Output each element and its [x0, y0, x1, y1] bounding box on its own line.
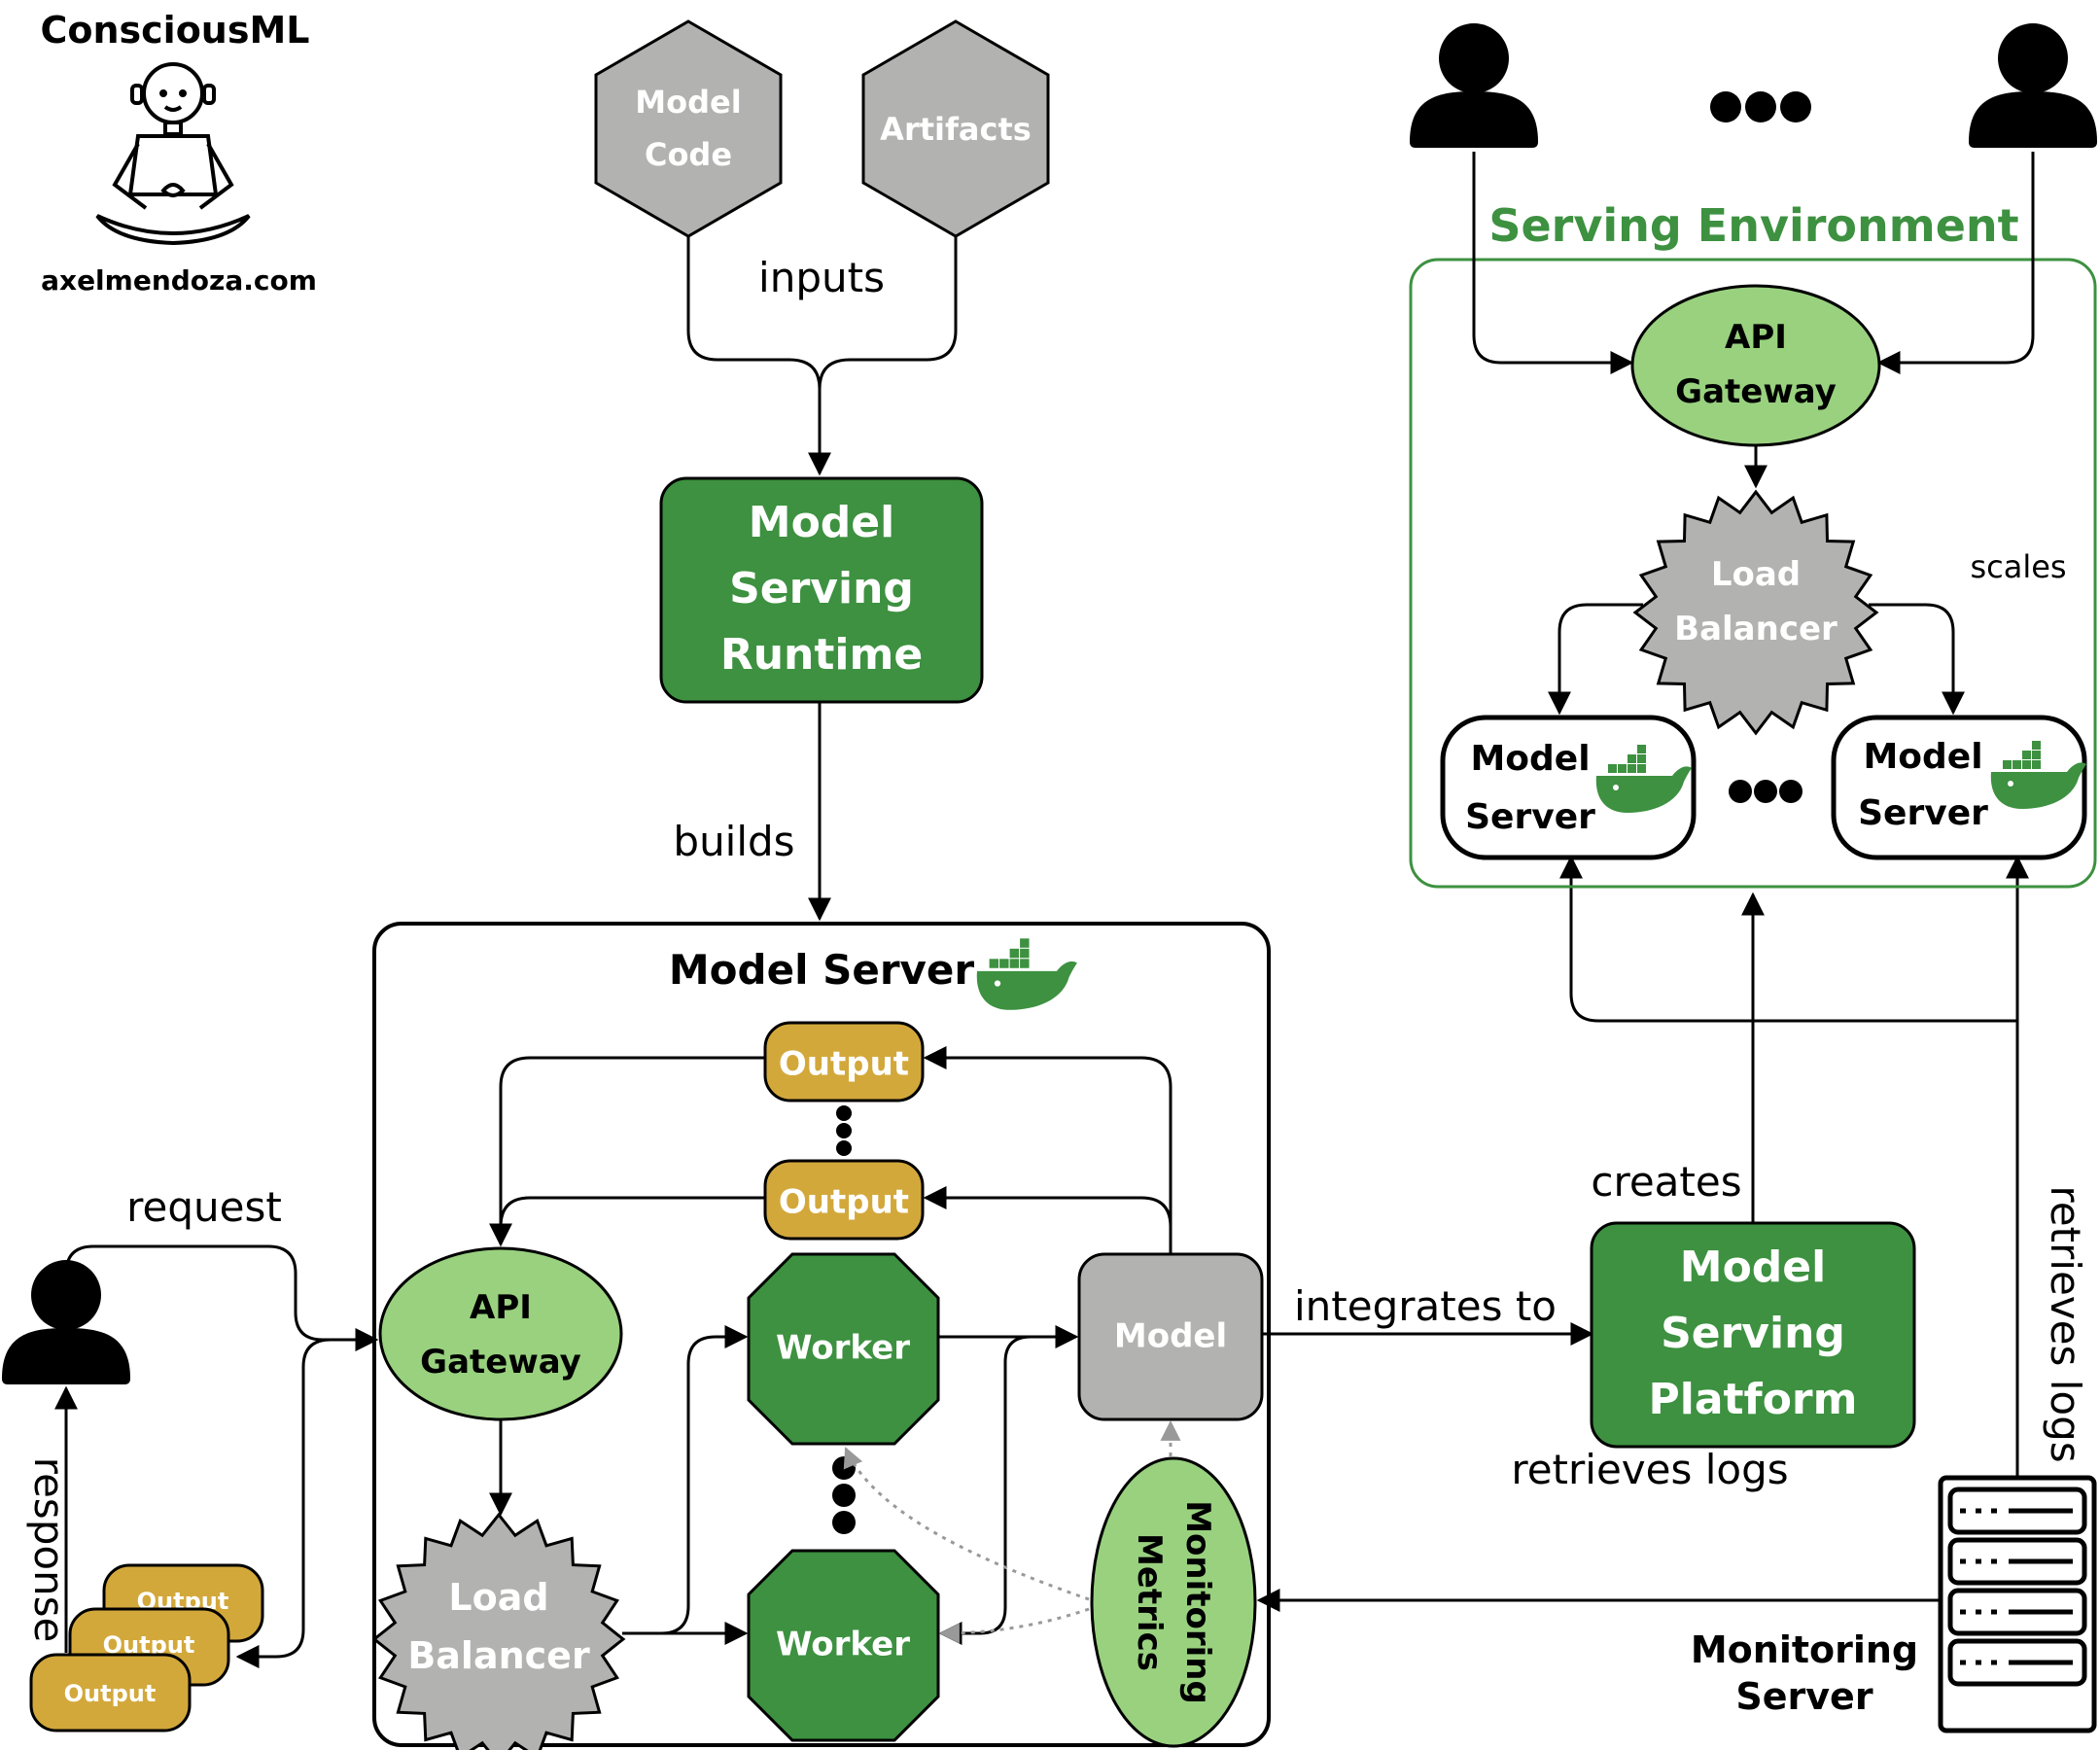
scales-label: scales	[1970, 548, 2066, 585]
worker-top-label: Worker	[776, 1329, 910, 1368]
model-box: Model	[1077, 1252, 1264, 1421]
api-gateway-ellipse: API Gateway	[378, 1246, 623, 1421]
model-code-label-1: Model	[635, 84, 741, 121]
model-serving-runtime-box: Model Serving Runtime	[659, 476, 984, 704]
output-second-label: Output	[779, 1183, 909, 1222]
platform-line-3: Platform	[1649, 1375, 1858, 1424]
monitoring-server-icon	[1938, 1475, 2097, 1733]
artifacts-hexagon: Artifacts	[861, 19, 1050, 238]
load-balancer-line-1: Load	[448, 1576, 548, 1619]
env-api-gateway-ellipse: API Gateway	[1630, 284, 1881, 447]
brand-logo: ConsciousML axelmendoza.com	[40, 9, 316, 297]
client-output-stack: Output Output Output	[29, 1563, 264, 1732]
model-server-connectors	[489, 1046, 1181, 1645]
docker-whale-icon	[976, 938, 1077, 1010]
artifacts-label: Artifacts	[880, 111, 1032, 148]
model-server-title: Model Server	[669, 946, 975, 994]
env-model-server-left-line-2: Server	[1465, 797, 1595, 837]
worker-dots-vertical	[832, 1456, 856, 1534]
request-label: request	[126, 1183, 282, 1231]
runtime-line-1: Model	[749, 498, 894, 547]
integrates-label: integrates to	[1294, 1282, 1557, 1330]
env-model-server-left: Model Server	[1440, 715, 1697, 860]
platform-line-2: Serving	[1661, 1309, 1845, 1358]
env-user-icon-left	[1410, 23, 1538, 148]
client-output-front-label: Output	[64, 1680, 157, 1707]
platform-line-1: Model	[1680, 1242, 1826, 1292]
inputs-label: inputs	[758, 254, 885, 301]
env-user-icon-right	[1969, 23, 2097, 148]
model-label: Model	[1114, 1317, 1227, 1356]
env-load-balancer-line-2: Balancer	[1674, 610, 1838, 648]
env-model-server-left-line-1: Model	[1470, 739, 1590, 779]
env-model-server-right: Model Server	[1831, 715, 2087, 860]
client-output-front: Output	[29, 1653, 192, 1732]
creates-label: creates	[1591, 1158, 1741, 1206]
monitoring-line-1: Monitoring	[1178, 1500, 1217, 1704]
runtime-line-2: Serving	[729, 564, 914, 613]
load-balancer-star: Load Balancer	[371, 1512, 626, 1750]
builds-label: builds	[673, 818, 794, 865]
load-balancer-line-2: Balancer	[407, 1634, 590, 1677]
env-model-server-right-line-2: Server	[1858, 793, 1988, 833]
model-code-label-2: Code	[645, 136, 732, 173]
env-users-dots	[1710, 91, 1811, 122]
serving-environment-container	[1409, 258, 2097, 889]
monitoring-metrics-ellipse: Monitoring Metrics	[1090, 1456, 1257, 1748]
output-dots-vertical	[836, 1105, 852, 1156]
worker-bottom: Worker	[747, 1549, 940, 1742]
monitoring-line-2: Metrics	[1130, 1533, 1169, 1671]
response-label: response	[25, 1457, 73, 1643]
env-load-balancer-star: Load Balancer	[1632, 489, 1879, 736]
api-gateway-line-1: API	[470, 1288, 532, 1327]
output-second: Output	[763, 1159, 925, 1241]
robot-meditating-icon	[95, 62, 251, 246]
retrieves-logs-vertical-label: retrieves logs	[2042, 1185, 2089, 1462]
env-model-server-dots	[1729, 780, 1802, 803]
serving-environment-title: Serving Environment	[1488, 199, 2018, 252]
worker-top: Worker	[747, 1252, 940, 1446]
output-top: Output	[763, 1021, 925, 1102]
env-model-server-right-line-1: Model	[1863, 737, 1982, 777]
env-api-gateway-line-1: API	[1725, 318, 1787, 357]
brand-site: axelmendoza.com	[41, 264, 317, 297]
monitoring-server-line-2: Server	[1735, 1675, 1872, 1718]
retrieves-logs-label: retrieves logs	[1511, 1446, 1788, 1493]
brand-name: ConsciousML	[40, 9, 309, 52]
runtime-line-3: Runtime	[720, 630, 923, 680]
output-top-label: Output	[779, 1045, 909, 1084]
env-api-gateway-line-2: Gateway	[1675, 372, 1837, 411]
model-code-hexagon: Model Code	[594, 19, 783, 238]
model-serving-platform-box: Model Serving Platform	[1590, 1221, 1916, 1449]
api-gateway-line-2: Gateway	[420, 1343, 581, 1382]
worker-bottom-label: Worker	[776, 1626, 910, 1664]
monitoring-server-line-1: Monitoring	[1691, 1628, 1918, 1671]
env-load-balancer-line-1: Load	[1711, 555, 1801, 594]
